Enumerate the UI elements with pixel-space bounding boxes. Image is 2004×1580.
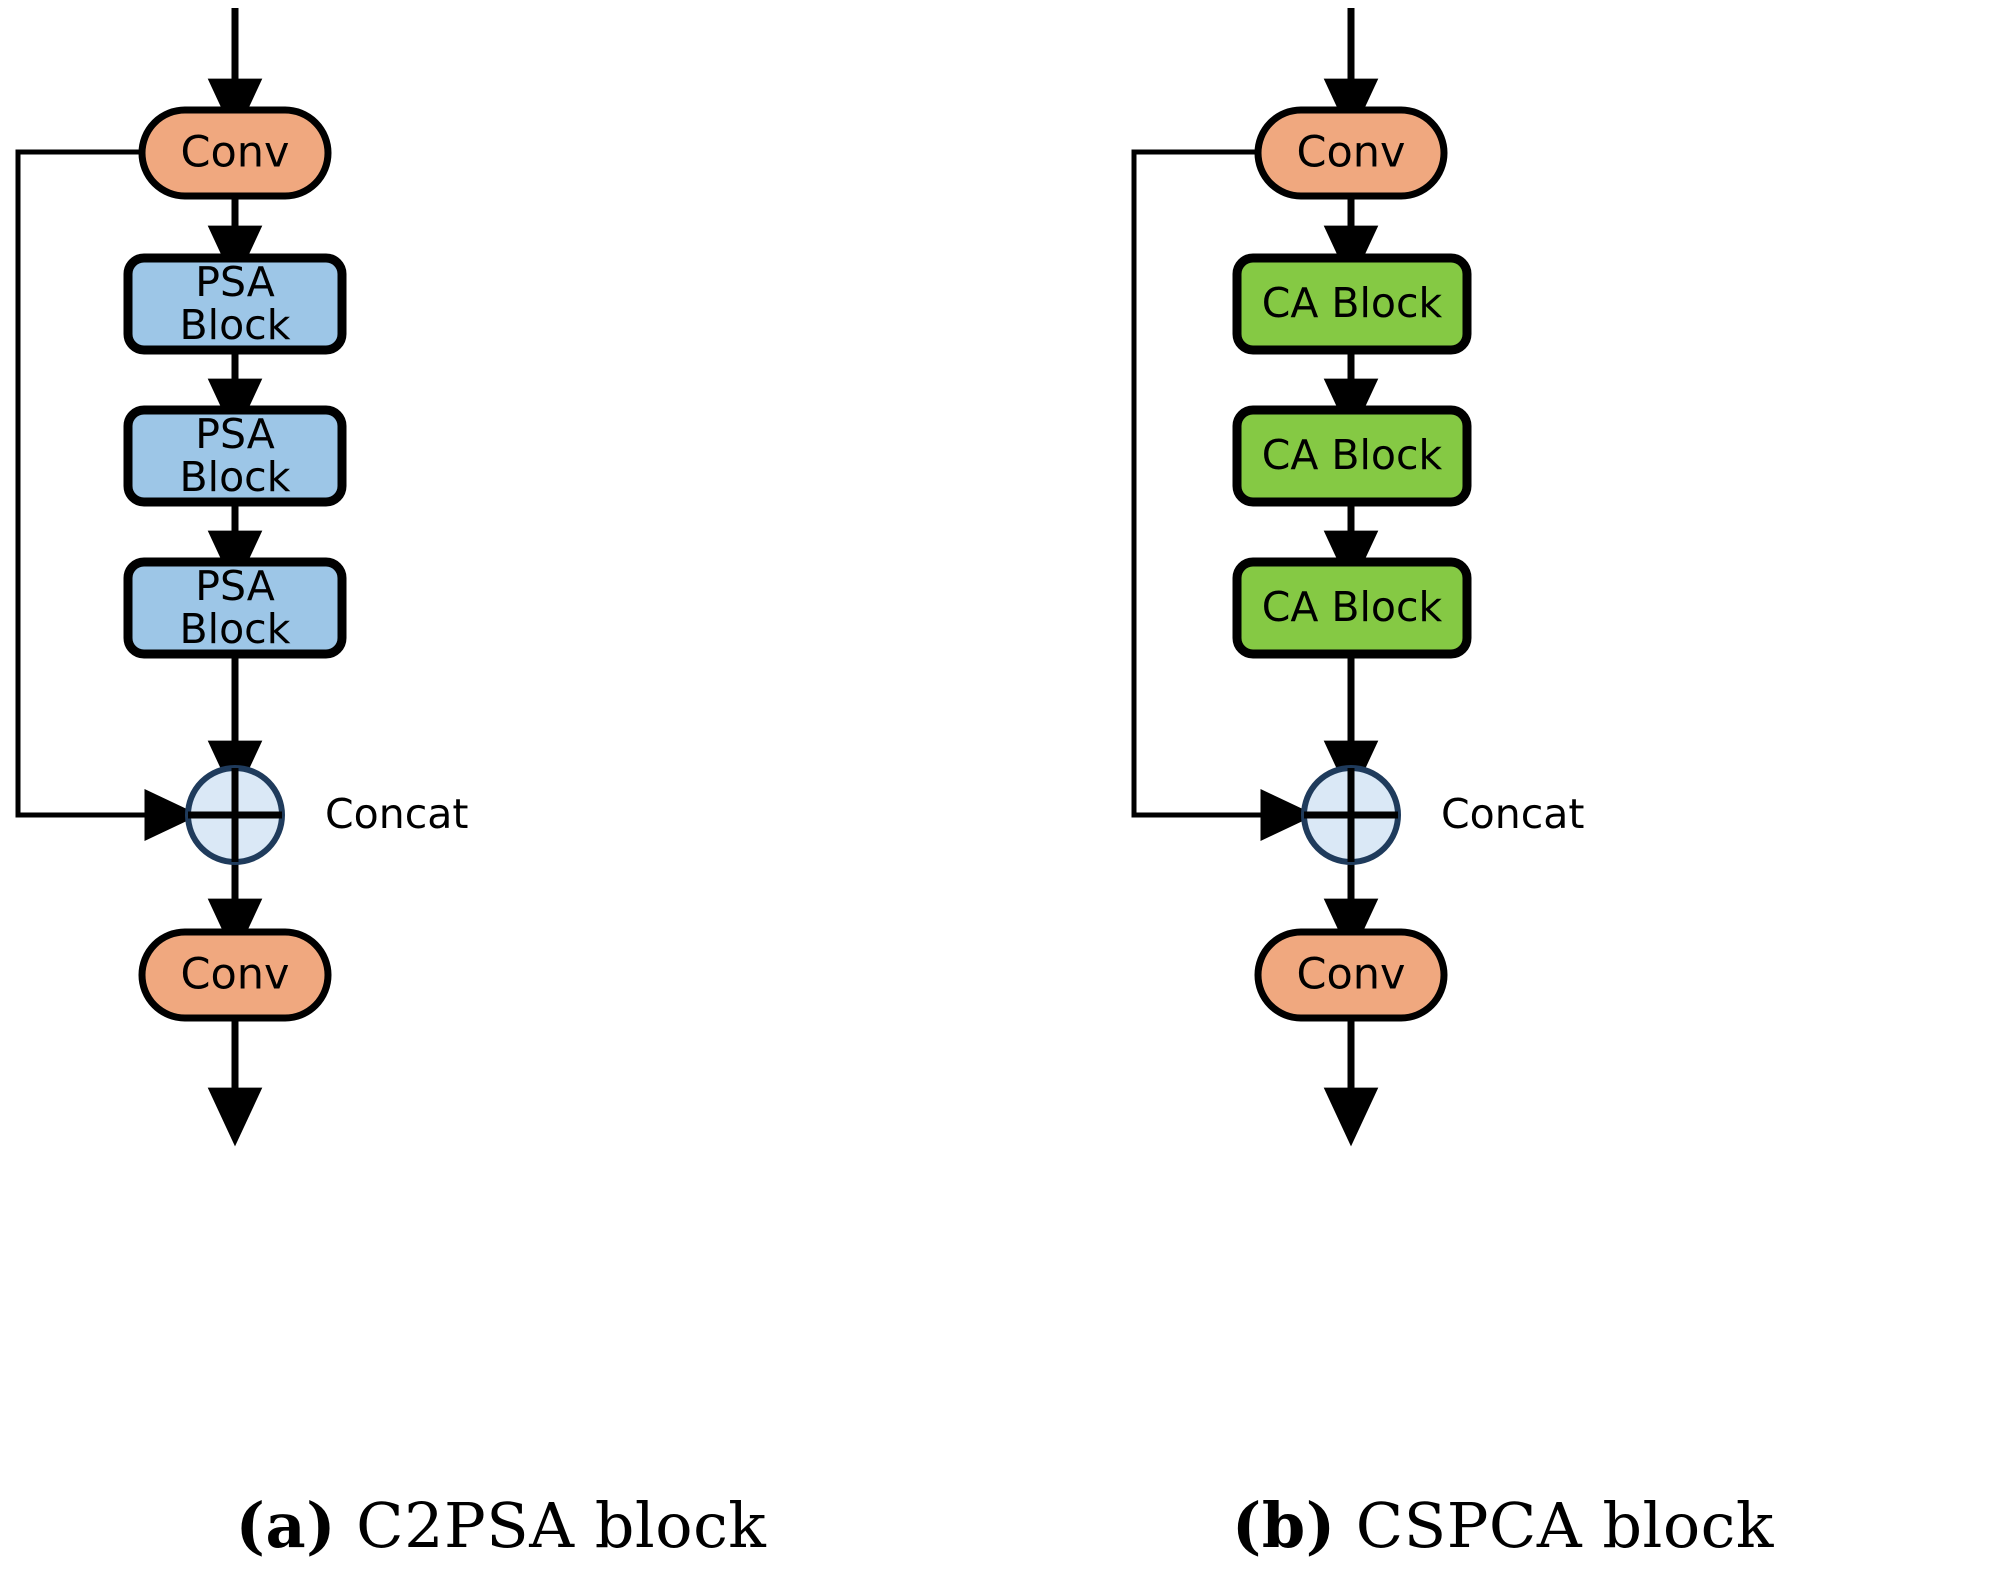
psa-block-2-line1: PSA	[195, 410, 275, 458]
psa-block-3-line1: PSA	[195, 562, 275, 610]
c2psa-diagram: Conv PSA Block PSA Block PSA	[15, 8, 468, 1147]
edge-skip-connection	[15, 149, 200, 841]
conv-bottom-label: Conv	[1296, 950, 1405, 1000]
conv-top-shape	[1254, 106, 1448, 200]
concat-text-label: Concat	[1441, 790, 1584, 838]
conv-top-shape	[138, 106, 332, 200]
conv-bottom-shape	[138, 928, 332, 1022]
ca-block-1-shape	[1232, 253, 1472, 355]
conv-top-label: Conv	[180, 128, 289, 178]
conv-bottom-label: Conv	[180, 950, 289, 1000]
node-psa-block-1[interactable]: PSA Block	[123, 253, 347, 355]
node-ca-block-3[interactable]: CA Block	[1232, 557, 1472, 659]
caption-a-tag: (a)	[235, 1489, 336, 1562]
psa-block-1-line2: Block	[180, 301, 291, 349]
psa-block-2-shape	[123, 405, 347, 507]
ca-block-3-label: CA Block	[1262, 583, 1443, 631]
cspca-nodes: Conv CA Block CA Block CA Block	[1232, 106, 1584, 1022]
psa-block-2-line2: Block	[180, 453, 291, 501]
node-conv-top[interactable]: Conv	[1254, 106, 1448, 200]
caption-b-tag: (b)	[1232, 1489, 1336, 1562]
caption-panel-a: (a) C2PSA block	[0, 1489, 1002, 1562]
cspca-diagram: Conv CA Block CA Block CA Block	[1131, 8, 1584, 1147]
node-conv-top[interactable]: Conv	[138, 106, 332, 200]
node-ca-block-2[interactable]: CA Block	[1232, 405, 1472, 507]
c2psa-edges	[15, 8, 263, 1147]
node-psa-block-3[interactable]: PSA Block	[123, 557, 347, 659]
edge-skip-connection	[1131, 149, 1316, 841]
psa-block-1-shape	[123, 253, 347, 355]
node-concat[interactable]	[185, 765, 285, 865]
ca-block-2-label: CA Block	[1262, 431, 1443, 479]
ca-block-3-shape	[1232, 557, 1472, 659]
panel-c2psa: Conv PSA Block PSA Block PSA	[0, 8, 1002, 1562]
c2psa-nodes: Conv PSA Block PSA Block PSA	[123, 106, 468, 1022]
ca-block-2-shape	[1232, 405, 1472, 507]
psa-block-1-line1: PSA	[195, 258, 275, 306]
concat-text-label: Concat	[325, 790, 468, 838]
caption-b-text: CSPCA block	[1355, 1489, 1774, 1562]
psa-block-3-shape	[123, 557, 347, 659]
ca-block-1-label: CA Block	[1262, 279, 1443, 327]
node-conv-bottom[interactable]: Conv	[1254, 928, 1448, 1022]
panel-cspca: Conv CA Block CA Block CA Block	[1002, 0, 2004, 1580]
caption-a-text: C2PSA block	[356, 1489, 767, 1562]
psa-block-3-line2: Block	[180, 605, 291, 653]
node-conv-bottom[interactable]: Conv	[138, 928, 332, 1022]
conv-top-label: Conv	[1296, 128, 1405, 178]
node-concat[interactable]	[1301, 765, 1401, 865]
node-psa-block-2[interactable]: PSA Block	[123, 405, 347, 507]
caption-panel-b: (b) CSPCA block	[1002, 1489, 2004, 1562]
node-ca-block-1[interactable]: CA Block	[1232, 253, 1472, 355]
cspca-edges	[1131, 8, 1379, 1147]
conv-bottom-shape	[1254, 928, 1448, 1022]
